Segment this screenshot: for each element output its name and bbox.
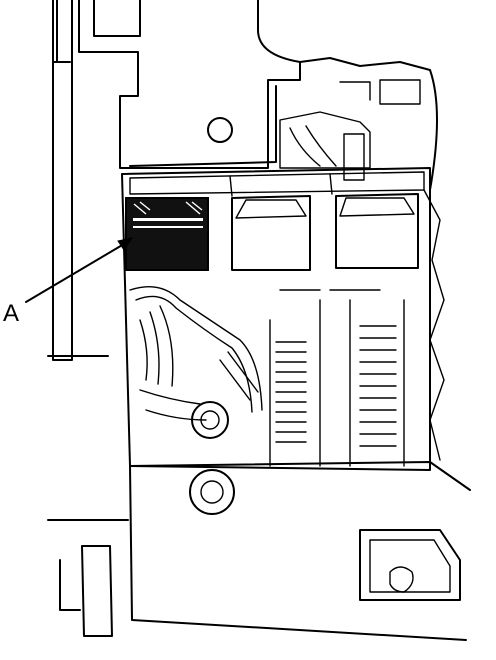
left-trim-panel [47, 0, 109, 361]
fuse-box-body [121, 167, 445, 471]
label-plate-a [125, 197, 209, 271]
callout-label-a: A [3, 300, 20, 327]
upper-bracket [78, 0, 438, 191]
fuse-rows [269, 289, 405, 467]
lower-panel [47, 461, 471, 641]
callout-leader [25, 237, 134, 303]
wiring-harness [129, 286, 263, 439]
harness-connectors-top [279, 79, 421, 181]
